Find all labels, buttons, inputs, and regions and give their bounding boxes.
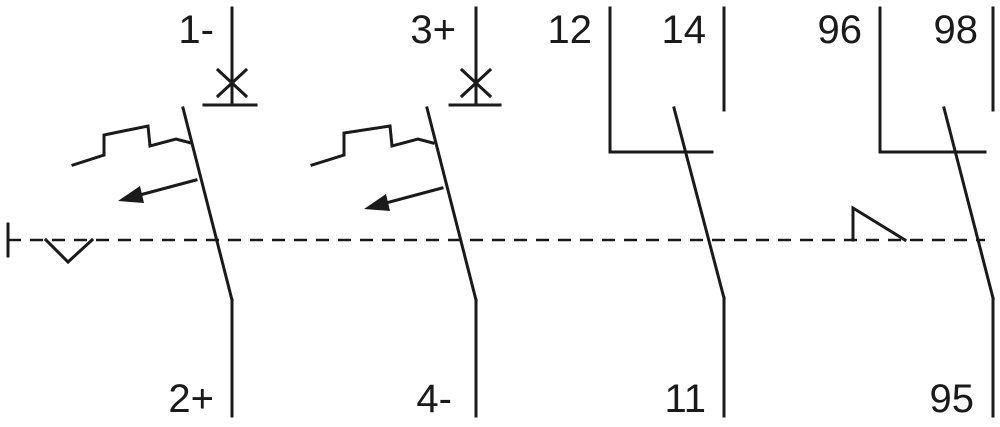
- auxiliary-contact: 12 14 11: [548, 6, 726, 421]
- terminal-label-4: 4-: [416, 377, 452, 421]
- terminal-label-3: 3+: [410, 8, 456, 52]
- magnetic-trip-arrow: [118, 186, 144, 203]
- main-contact-pole-2: 3+ 4-: [310, 6, 502, 421]
- main-contact-pole-1: 1- 2+: [71, 6, 258, 421]
- magnetic-trip-arrow: [364, 194, 390, 211]
- mechanical-linkage: [6, 222, 985, 265]
- terminal-label-2: 2+: [168, 377, 214, 421]
- thermal-trip-element: [71, 124, 193, 167]
- terminal-label-95: 95: [930, 377, 975, 421]
- terminal-label-11: 11: [664, 377, 706, 421]
- terminal-label-1: 1-: [178, 8, 214, 52]
- alarm-contact: 96 98 95: [818, 6, 995, 421]
- terminal-label-12: 12: [548, 8, 593, 52]
- terminal-label-14: 14: [662, 8, 707, 52]
- terminal-label-96: 96: [818, 8, 863, 52]
- thermal-trip-element: [310, 124, 435, 167]
- terminal-label-98: 98: [934, 8, 979, 52]
- trip-latch-indicator: [851, 205, 908, 243]
